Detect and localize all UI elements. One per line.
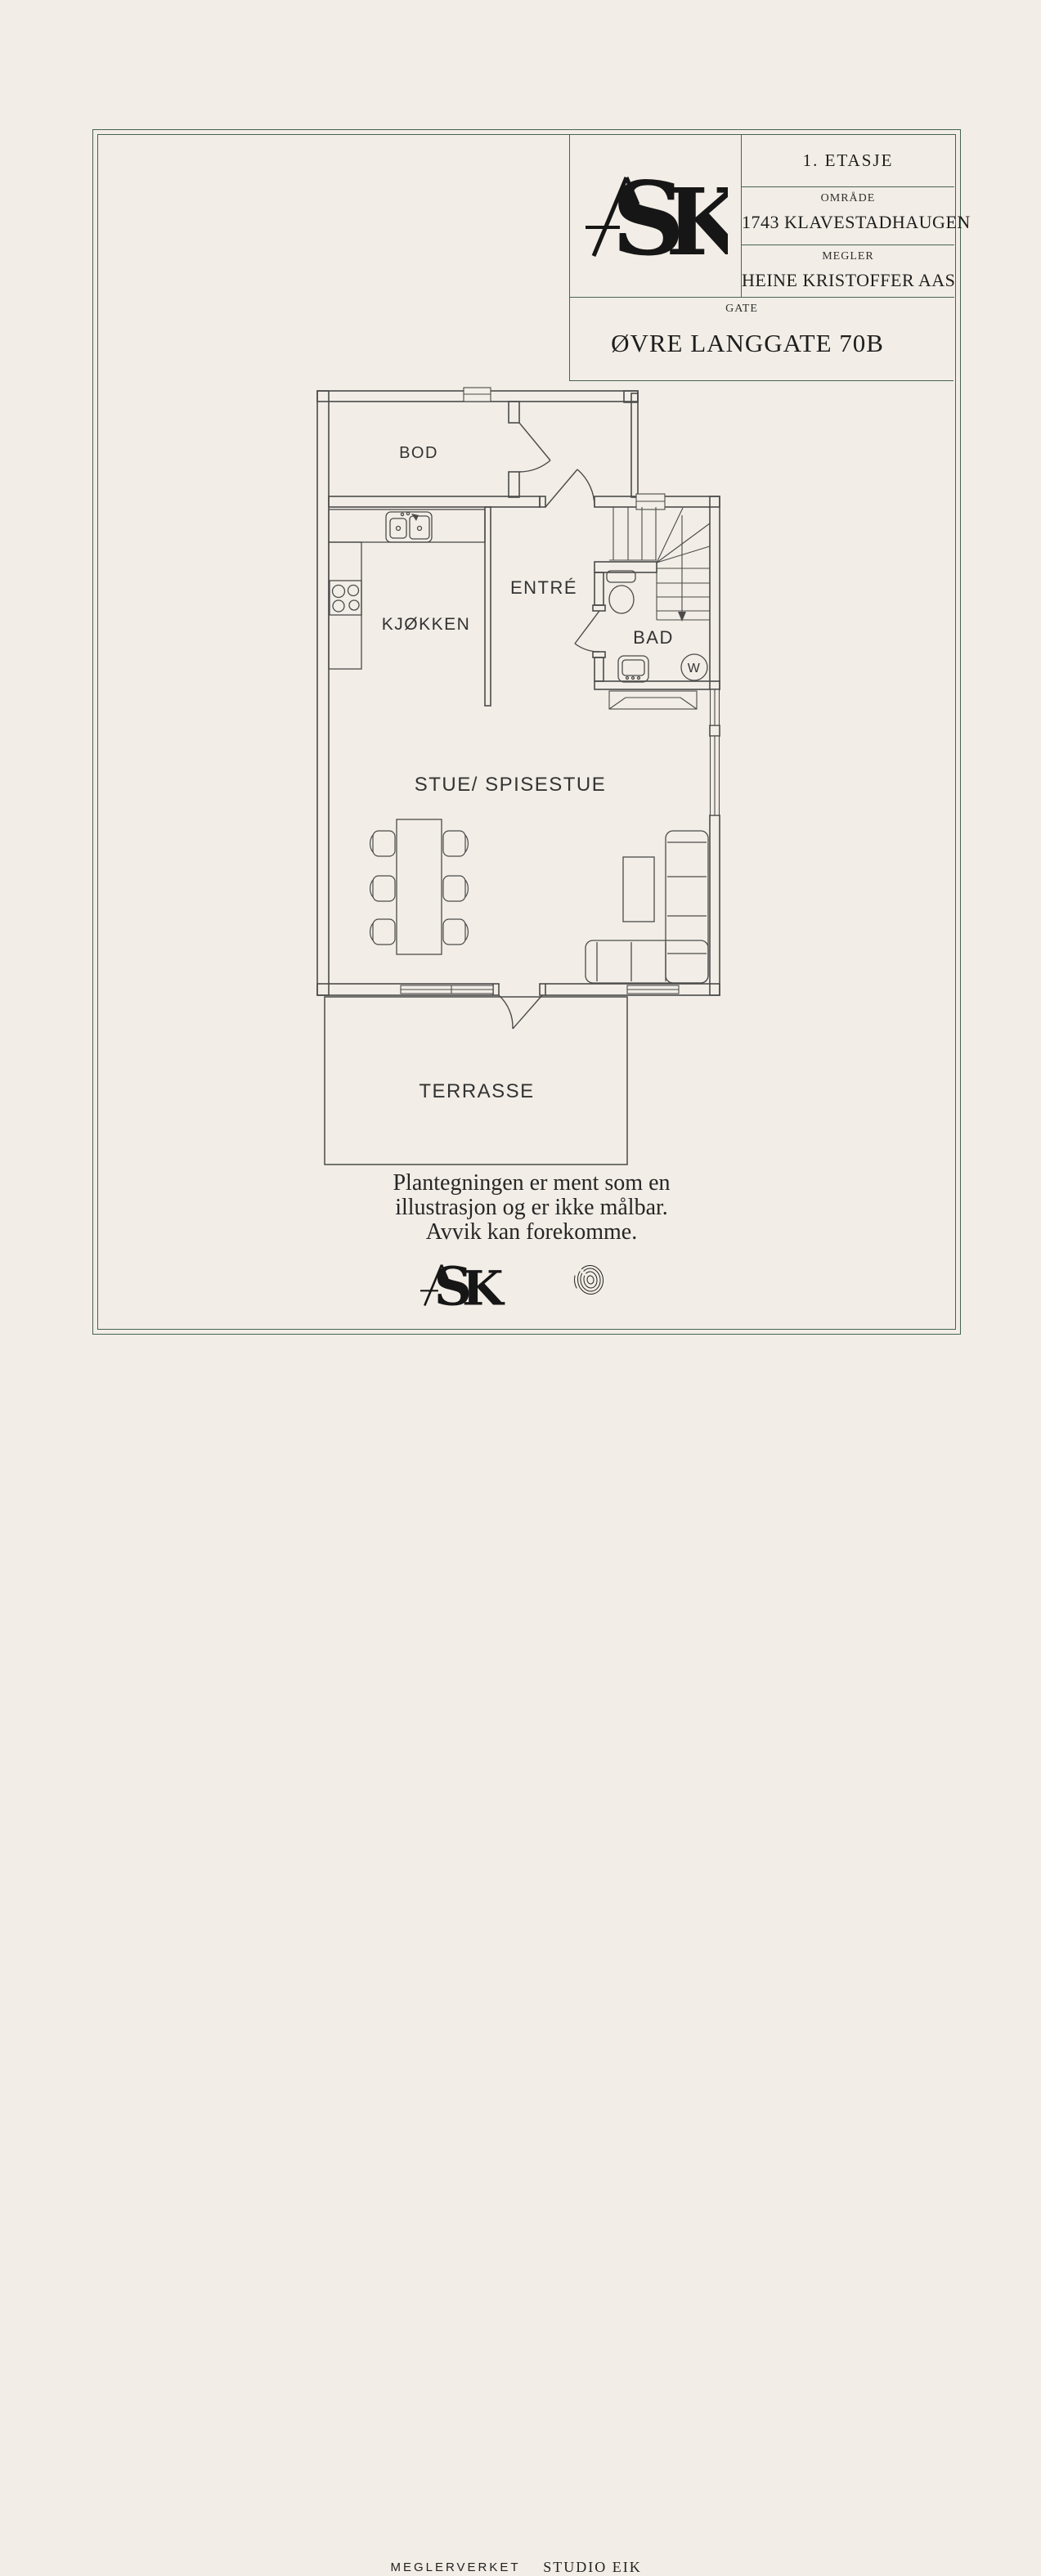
bod-door (518, 422, 551, 473)
sheet: S K 1. ETASJE OMRÅDE 1743 KLAVESTADHAUGE… (0, 129, 1041, 2575)
bad-door (574, 610, 600, 653)
window-right-2 (709, 735, 720, 816)
studio-eik-label: STUDIO EIK (543, 2559, 642, 2575)
megler-label: MEGLER (822, 250, 874, 263)
window-right-1 (709, 689, 720, 726)
page-frame-inner (97, 134, 956, 1330)
footer-logos: S K (420, 1255, 604, 1317)
logo-letter-k: K (666, 173, 728, 258)
disclaimer-line-2: illustrasjon og er ikke målbar. (395, 1195, 668, 1220)
page-frame-outer (92, 129, 961, 1335)
area-label: OMRÅDE (820, 192, 876, 204)
bathroom-sink (617, 655, 649, 683)
toilet (606, 570, 636, 614)
megler-value: HEINE KRISTOFFER AAS (742, 270, 956, 290)
megler-cell: MEGLER HEINE KRISTOFFER AAS (742, 245, 956, 298)
logo-letter-s: S (434, 1256, 473, 1317)
room-label-bod: BOD (399, 444, 438, 462)
logo-letter-s: S (612, 173, 685, 258)
terrace-door (498, 994, 543, 1030)
disclaimer-line-1: Plantegningen er ment som en (393, 1170, 671, 1196)
faucet-icon (411, 514, 419, 521)
ask-logo-icon: S K (585, 173, 728, 258)
window-top-wall (463, 387, 491, 402)
washer-label: W (688, 662, 702, 675)
gate-value: ØVRE LANGGATE 70B (611, 329, 884, 357)
window-bottom-2 (626, 985, 680, 994)
gate-cell: GATE ØVRE LANGGATE 70B (570, 298, 954, 381)
ask-logo-cell: S K (570, 134, 742, 298)
room-label-entre: ENTRÉ (510, 577, 577, 598)
dining-table (396, 819, 442, 955)
disclaimer: Plantegningen er ment som en illustrasjo… (213, 1171, 850, 1245)
washing-machine (680, 653, 708, 681)
walls (316, 390, 720, 997)
ask-logo-small-icon: S K (420, 1255, 505, 1317)
sofa (585, 830, 709, 984)
footer: S K MEGLERVERKET STUDIO EIK (0, 1255, 1041, 2575)
kitchen-sink (385, 511, 433, 543)
floor-title: 1. ETASJE (742, 134, 954, 187)
room-label-stue: STUE/ SPISESTUE (415, 774, 607, 796)
hall-door (545, 469, 595, 508)
stove (329, 580, 362, 616)
terrace-outline (324, 996, 628, 1165)
room-label-kjokken: KJØKKEN (382, 615, 471, 634)
area-cell: OMRÅDE 1743 KLAVESTADHAUGEN (742, 187, 971, 245)
coffee-table (622, 856, 655, 922)
dining-chairs (370, 830, 469, 945)
stairs (609, 507, 711, 622)
window-bottom-1 (400, 985, 494, 994)
floor-plan: BOD ENTRÉ KJØKKEN BAD STUE/ SPISESTUE TE… (316, 387, 720, 1165)
stair-direction-arrow (678, 515, 686, 622)
room-labels: BOD ENTRÉ KJØKKEN BAD STUE/ SPISESTUE TE… (382, 444, 702, 1102)
room-label-bad: BAD (633, 627, 674, 648)
room-label-terrasse: TERRASSE (419, 1080, 534, 1102)
doors (498, 422, 600, 1030)
logo-letter-k: K (462, 1259, 505, 1316)
window-bad-south (608, 690, 698, 710)
title-block: S K 1. ETASJE OMRÅDE 1743 KLAVESTADHAUGE… (569, 134, 971, 381)
disclaimer-line-3: Avvik kan forekomme. (425, 1219, 638, 1245)
window-stair-wall (635, 493, 666, 510)
windows (400, 387, 720, 994)
meglerverket-label: MEGLERVERKET (390, 2560, 521, 2574)
gate-label: GATE (725, 303, 758, 315)
floor-label: 1. ETASJE (802, 150, 894, 170)
studio-eik-mark-icon (574, 1265, 604, 1295)
area-value: 1743 KLAVESTADHAUGEN (742, 212, 971, 232)
